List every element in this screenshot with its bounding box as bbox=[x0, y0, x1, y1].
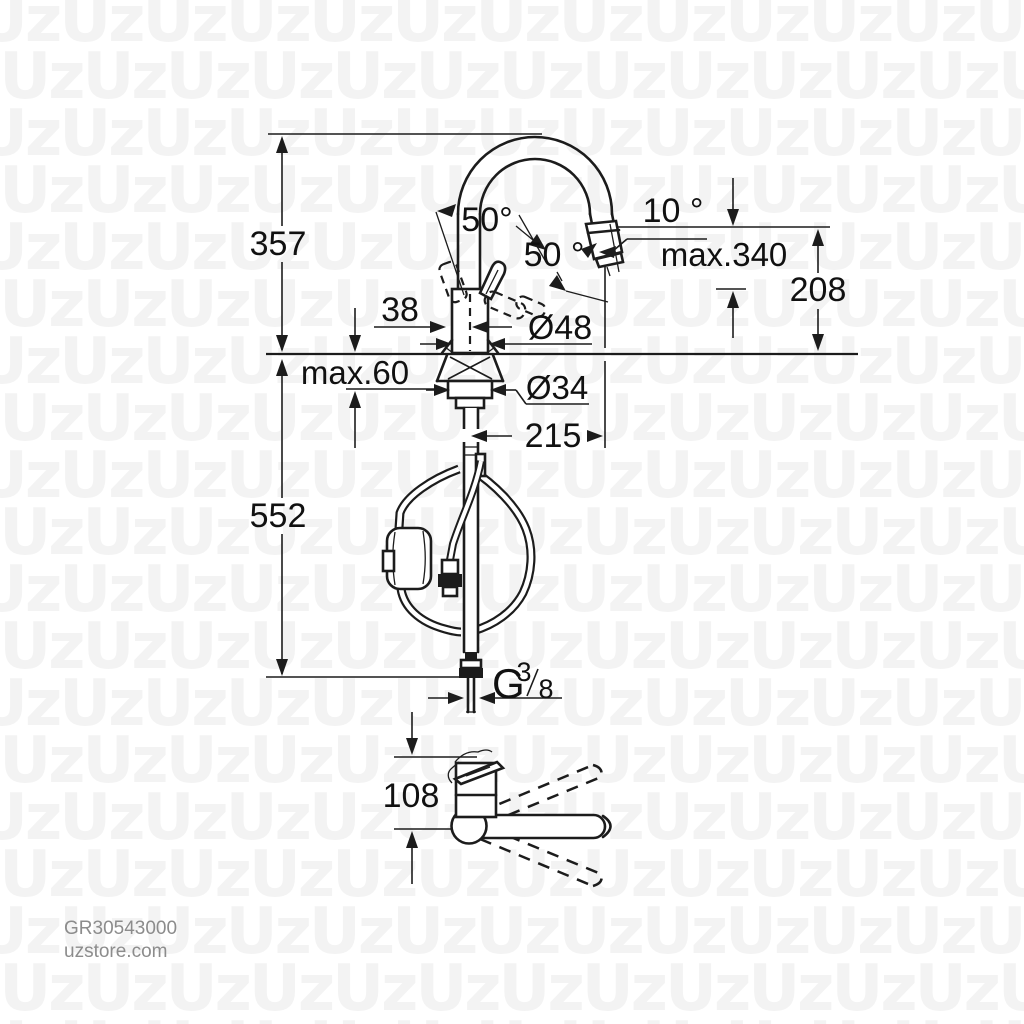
dim-max60: max.60 bbox=[301, 308, 438, 448]
dim-108-label: 108 bbox=[383, 777, 440, 815]
mounting-shank bbox=[435, 353, 505, 410]
dim-g38: G 3 8 bbox=[428, 657, 562, 707]
dim-50-left-label: 50° bbox=[461, 201, 512, 239]
dim-208: 208 bbox=[790, 229, 847, 351]
dim-g38-num: 3 bbox=[516, 657, 531, 687]
dim-215: 215 bbox=[460, 265, 606, 455]
dim-d34: Ø34 bbox=[426, 369, 589, 406]
dim-max60-label: max.60 bbox=[301, 354, 409, 391]
dim-d48: Ø48 bbox=[420, 309, 592, 350]
dim-38: 38 bbox=[374, 291, 512, 333]
dim-50-right: 50 ° bbox=[518, 214, 609, 303]
dim-d48-label: Ø48 bbox=[528, 309, 592, 347]
dim-357: 357 bbox=[250, 136, 307, 352]
dim-max340-label: max.340 bbox=[661, 236, 788, 273]
handle-position-left-dashed bbox=[438, 260, 468, 304]
swivel-spout-bar bbox=[466, 813, 607, 840]
base-lever bbox=[452, 760, 506, 786]
dim-g38-g: G bbox=[492, 660, 525, 707]
footer-branding: GR30543000 uzstore.com bbox=[64, 918, 177, 964]
product-sku: GR30543000 bbox=[64, 918, 178, 939]
dim-50-right-label: 50 ° bbox=[524, 236, 585, 274]
dim-50-left: 50° bbox=[435, 201, 546, 296]
dim-552-label: 552 bbox=[250, 497, 307, 535]
dim-552: 552 bbox=[250, 359, 307, 676]
handle-position-right-dashed bbox=[483, 290, 527, 320]
dim-357-label: 357 bbox=[250, 225, 307, 263]
pipe-end-connector bbox=[459, 652, 483, 714]
mounting-nut bbox=[446, 379, 494, 400]
supply-hoses bbox=[381, 464, 536, 637]
dim-208-label: 208 bbox=[790, 271, 847, 309]
hose-connector bbox=[440, 558, 460, 576]
faucet-handle bbox=[438, 260, 547, 320]
dim-215-label: 215 bbox=[525, 417, 582, 455]
dim-max340: max.340 bbox=[661, 178, 788, 338]
pullout-hose-pipe bbox=[462, 406, 480, 654]
dim-d34-label: Ø34 bbox=[526, 369, 588, 406]
dim-10-label: 10 ° bbox=[643, 192, 704, 230]
dim-38-label: 38 bbox=[381, 291, 419, 329]
store-url: uzstore.com bbox=[64, 940, 168, 962]
base-side-view: 108 bbox=[383, 712, 612, 888]
dim-10: 10 ° bbox=[581, 192, 830, 273]
faucet-body bbox=[440, 287, 500, 355]
middle-hose bbox=[438, 452, 487, 598]
dim-g38-den: 8 bbox=[538, 674, 553, 704]
